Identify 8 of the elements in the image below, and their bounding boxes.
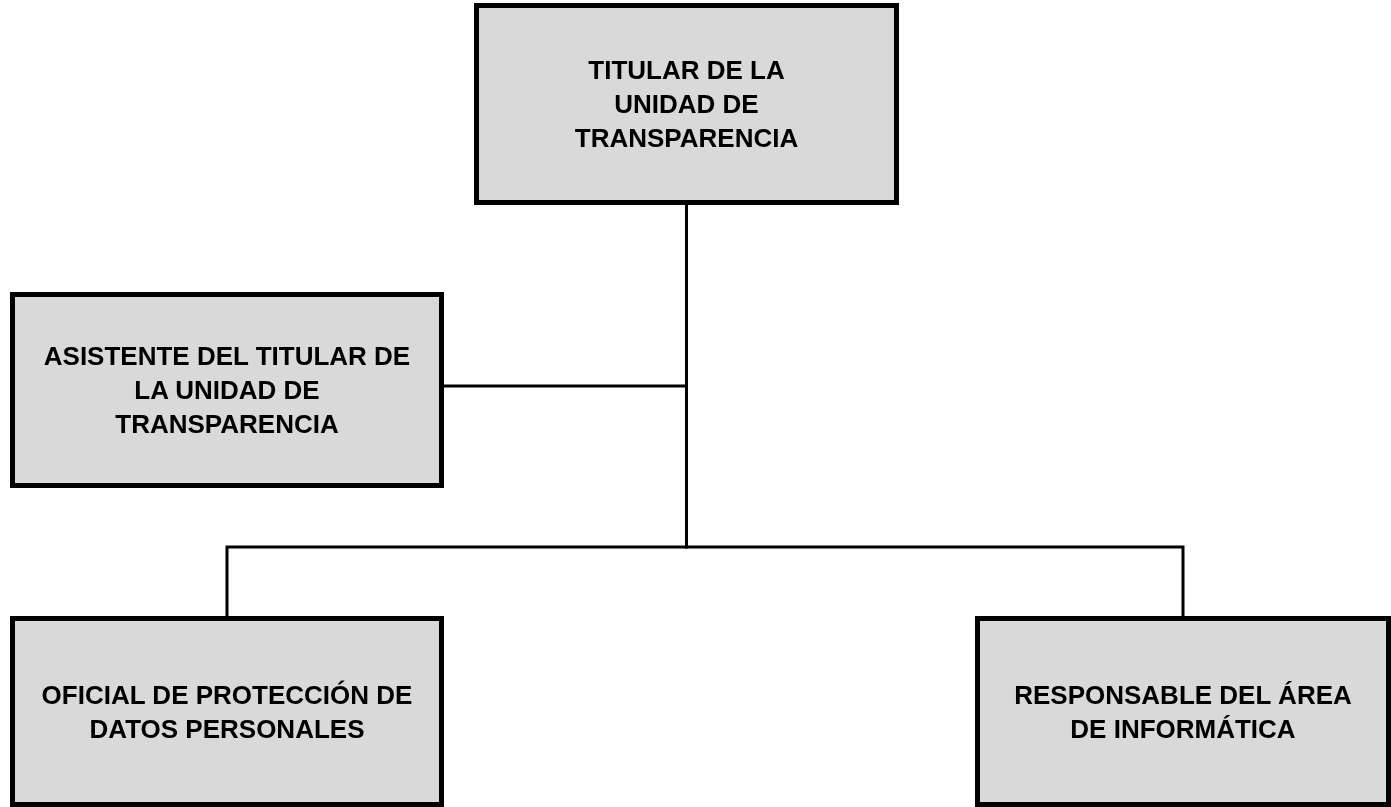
role-title: OFICIAL DE PROTECCIÓN DE DATOS PERSONALES [40, 678, 414, 746]
org-box [975, 616, 1391, 807]
role-title: TITULAR DE LA UNIDAD DE TRANSPARENCIA [573, 54, 800, 155]
org-box [10, 292, 444, 488]
org-box [474, 3, 899, 205]
org-box [10, 616, 444, 807]
role-title: RESPONSABLE DEL ÁREA DE INFORMÁTICA [1013, 678, 1353, 746]
role-title: ASISTENTE DEL TITULAR DE LA UNIDAD DE TRANSPARENCIA [42, 340, 412, 441]
